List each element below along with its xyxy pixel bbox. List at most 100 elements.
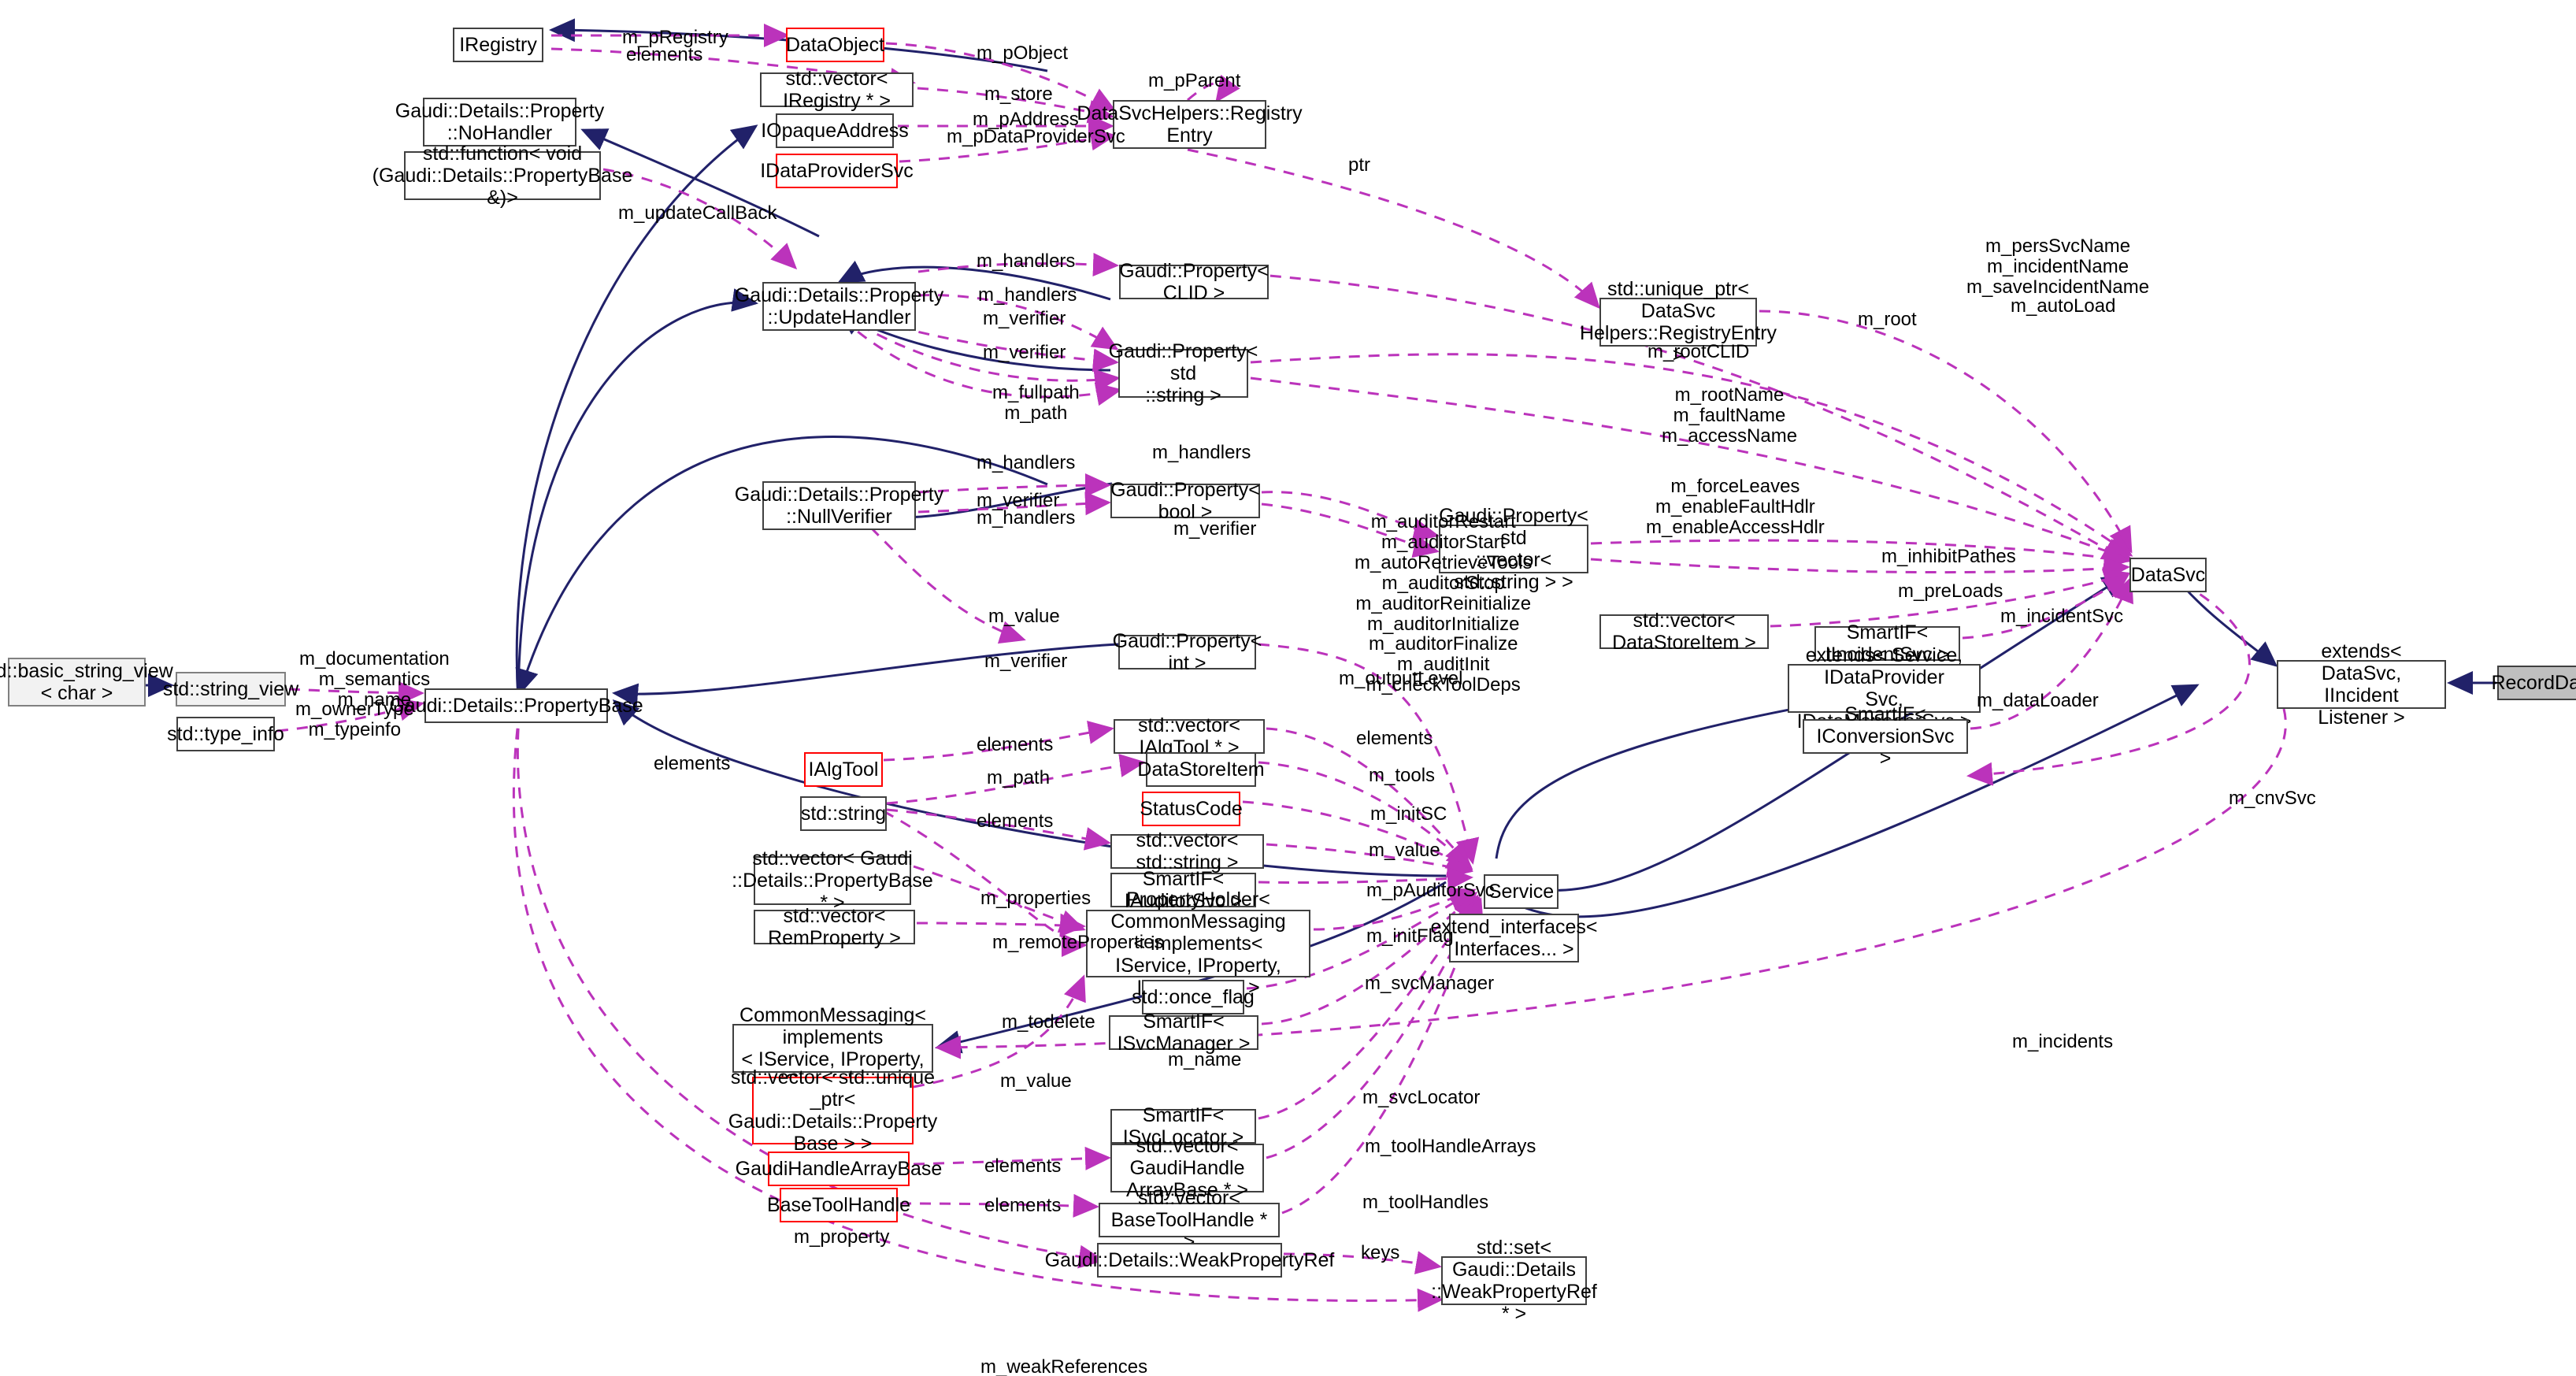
edge-usage-40 [1590, 556, 2130, 580]
class-node-datasvc[interactable]: DataSvc [2129, 558, 2207, 592]
edge-label-l_m_value_2: m_value [1369, 840, 1440, 861]
class-node-recorddatasvc[interactable]: RecordDataSvc [2491, 666, 2576, 700]
edge-label-l_m_value_3: m_value [1000, 1070, 1072, 1092]
edge-label-l_elements_4: elements [1356, 728, 1433, 749]
edge-label-l_m_handlers_4: m_handlers [1152, 442, 1251, 463]
class-node-ialgtool[interactable]: IAlgTool [804, 752, 883, 787]
edge-label-l_m_verifier_4: m_verifier [1173, 518, 1257, 540]
edge-label-l_m_handlers_5: m_handlers [977, 507, 1076, 529]
edge-label-l_m_toolhandlearrays: m_toolHandleArrays [1365, 1136, 1536, 1157]
class-node-vec_uptr_propertybase[interactable]: std::vector< std::unique _ptr< Gaudi::De… [728, 1066, 938, 1155]
edge-label-l_m_svclocator: m_svcLocator [1362, 1087, 1481, 1108]
class-node-prop_nohandler[interactable]: Gaudi::Details::Property ::NoHandler [395, 98, 604, 147]
class-node-iregistry[interactable]: IRegistry [453, 28, 543, 62]
class-node-prop_updatehandler[interactable]: Gaudi::Details::Property ::UpdateHandler [735, 282, 943, 331]
class-node-type_info[interactable]: std::type_info [167, 717, 284, 751]
edge-usage-70 [512, 708, 1444, 1312]
edge-label-l_ptr: ptr [1348, 154, 1371, 176]
edge-label-l_keys: keys [1361, 1242, 1400, 1263]
edge-label-l_m_verifier_5: m_verifier [984, 651, 1068, 672]
class-node-set_weakpropertyref[interactable]: std::set< Gaudi::Details ::WeakPropertyR… [1431, 1237, 1597, 1325]
edge-label-l_m_tools: m_tools [1369, 765, 1436, 786]
edge-label-l_elements_5: elements [977, 810, 1054, 832]
edge-label-l_m_persnames: m_persSvcName m_incidentName m_saveIncid… [1966, 236, 2150, 298]
class-node-smartif_iauditorsvc[interactable]: SmartIF< IAuditorSvc > [1110, 868, 1256, 912]
class-node-vec_gaudihandle[interactable]: std::vector< GaudiHandle ArrayBase * > [1110, 1135, 1264, 1201]
class-node-vec_std_string[interactable]: std::vector< std::string > [1110, 829, 1264, 873]
class-node-uptr_registryentry[interactable]: std::unique_ptr< DataSvc Helpers::Regist… [1579, 278, 1777, 366]
class-node-smartif_iconversion[interactable]: SmartIF< IConversionSvc > [1803, 703, 1968, 770]
edge-label-l_m_updatecallback: m_updateCallBack [618, 202, 777, 224]
class-node-vec_datastoreitem[interactable]: std::vector< DataStoreItem > [1599, 610, 1769, 654]
class-node-smartif_iincidentsvc[interactable]: SmartIF< IIncidentSvc > [1814, 621, 1960, 666]
class-node-smartif_isvcmanager[interactable]: SmartIF< ISvcManager > [1109, 1011, 1258, 1055]
edge-label-l_m_ownertype: m_ownerType m_typeinfo [295, 699, 414, 740]
class-node-prop_bool[interactable]: Gaudi::Property< bool > [1110, 479, 1260, 523]
class-node-registryentry[interactable]: DataSvcHelpers::Registry Entry [1077, 100, 1303, 149]
class-node-vec_iregistry[interactable]: std::vector< IRegistry * > [760, 68, 914, 112]
class-node-prop_int[interactable]: Gaudi::Property< int > [1112, 630, 1262, 674]
edge-label-l_m_verifier_2: m_verifier [983, 342, 1066, 363]
class-node-vec_propertybase[interactable]: std::vector< Gaudi ::Details::PropertyBa… [732, 847, 933, 914]
edge-label-l_m_paddress: m_pAddress [973, 109, 1079, 130]
class-node-datastoreitem[interactable]: DataStoreItem [1137, 752, 1265, 787]
edge-label-l_m_initflag: m_initFlag [1366, 925, 1454, 947]
class-node-once_flag[interactable]: std::once_flag [1132, 980, 1255, 1014]
edge-label-l_m_verifier_1: m_verifier [983, 308, 1066, 329]
class-node-service[interactable]: Service [1484, 874, 1559, 909]
class-node-vec_basetoolhandle[interactable]: std::vector< BaseToolHandle * > [1099, 1187, 1280, 1253]
class-node-iopaqueaddress[interactable]: IOpaqueAddress [761, 113, 909, 148]
edge-inherit-8 [517, 288, 758, 702]
class-node-basic_string_view[interactable]: std::basic_string_view < char > [0, 658, 173, 707]
class-node-commonmessaging[interactable]: CommonMessaging< implements < IService, … [732, 1004, 933, 1092]
edge-label-l_m_rootname: m_rootName m_faultName m_accessName [1662, 384, 1798, 447]
edge-label-l_m_pregistry: m_pRegistry [622, 27, 728, 48]
edge-label-l_m_handlers_2: m_handlers [978, 284, 1077, 306]
edge-label-l_m_pdataprovidersvc: m_pDataProviderSvc [947, 126, 1125, 147]
class-node-std_string[interactable]: std::string [800, 796, 887, 831]
edge-usage-52 [916, 913, 1086, 937]
class-node-vec_remproperty[interactable]: std::vector< RemProperty > [754, 905, 915, 949]
edge-label-l_m_svcmanager: m_svcManager [1365, 973, 1495, 994]
edge-label-l_m_fullpath: m_fullpath m_path [992, 382, 1080, 424]
edge-label-l_m_pparent: m_pParent [1148, 70, 1241, 91]
class-node-prop_string[interactable]: Gaudi::Property< std ::string > [1108, 340, 1258, 406]
class-node-extend_interfaces[interactable]: extend_interfaces< Interfaces... > [1431, 914, 1597, 962]
edge-label-l_m_root: m_root [1858, 309, 1917, 330]
edge-label-l_m_autoload: m_autoLoad [2011, 295, 2116, 317]
class-node-statuscode[interactable]: StatusCode [1140, 792, 1243, 826]
edge-label-l_m_toolhandles: m_toolHandles [1362, 1192, 1489, 1213]
edge-label-l_elements_2: elements [654, 753, 731, 774]
edge-label-l_m_path: m_path [987, 767, 1051, 788]
class-node-dataobject[interactable]: DataObject [786, 28, 884, 62]
class-node-std_function[interactable]: std::function< void (Gaudi::Details::Pro… [372, 143, 633, 209]
class-node-prop_clid[interactable]: Gaudi::Property< CLID > [1119, 260, 1269, 304]
class-node-propertyholder[interactable]: PropertyHolder< CommonMessaging < implem… [1086, 888, 1310, 999]
class-node-weakpropertyref[interactable]: Gaudi::Details::WeakPropertyRef [1045, 1243, 1334, 1278]
class-node-basetoolhandle[interactable]: BaseToolHandle [767, 1188, 910, 1222]
class-node-prop_nullverifier[interactable]: Gaudi::Details::Property ::NullVerifier [735, 481, 943, 530]
edge-label-l_m_value_1: m_value [988, 606, 1060, 627]
edge-inherit-4 [515, 436, 1048, 695]
edge-label-l_m_incidents: m_incidents [2012, 1031, 2114, 1052]
class-node-vec_ialgtool[interactable]: std::vector< IAlgTool * > [1114, 714, 1265, 758]
edge-label-l_m_outputlevel: m_outputLevel [1339, 668, 1463, 689]
edge-label-l_m_initsc: m_initSC [1370, 803, 1447, 825]
edge-label-l_m_handlers_1: m_handlers [977, 250, 1076, 272]
class-node-gaudihandlearraybase[interactable]: GaudiHandleArrayBase [736, 1152, 942, 1186]
edge-label-l_m_property: m_property [794, 1226, 890, 1248]
class-node-idataprovidersvc[interactable]: IDataProviderSvc [760, 154, 914, 188]
edge-label-l_elements_7: elements [984, 1195, 1062, 1216]
class-node-smartif_isvclocator[interactable]: SmartIF< ISvcLocator > [1110, 1104, 1256, 1148]
edge-label-l_m_pobject: m_pObject [977, 43, 1069, 64]
edge-label-l_m_preloads: m_preLoads [1898, 580, 2003, 602]
edge-label-l_m_rootclid: m_rootCLID [1648, 341, 1750, 362]
edge-label-l_m_remoteproperties: m_remoteProperties [992, 932, 1164, 953]
class-node-string_view[interactable]: std::string_view [163, 672, 298, 707]
edge-label-l_m_inhibitpathes: m_inhibitPathes [1881, 546, 2016, 567]
class-node-extends_datasvc[interactable]: extends< DataSvc, IIncident Listener > [2277, 640, 2446, 729]
class-node-propertybase[interactable]: Gaudi::Details::PropertyBase [389, 688, 643, 723]
edge-label-l_m_auditorlist: m_auditorRestart m_auditorStart m_autoRe… [1355, 511, 1533, 696]
edge-label-l_elements_3: elements [977, 734, 1054, 755]
